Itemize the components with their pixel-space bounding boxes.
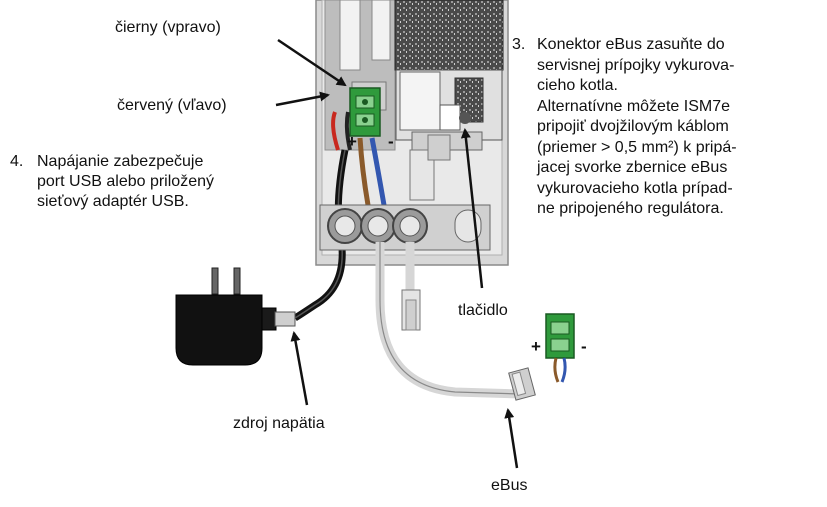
step-3-line: Alternatívne môžete ISM7e	[537, 97, 730, 115]
ebus-connector-installed	[349, 87, 381, 137]
step-4-line: Napájanie zabezpečuje	[37, 153, 204, 170]
step-3-body: Konektor eBus zasuňte do servisnej prípo…	[537, 35, 737, 220]
step-3-line: jacej svorke zbernice eBus	[537, 159, 728, 176]
arrow-red-wire	[275, 91, 330, 107]
step-3-line: cieho kotla.	[537, 77, 618, 94]
label-power-source: zdroj napätia	[233, 415, 325, 432]
step-3-line: Konektor eBus zasuňte do	[537, 36, 725, 53]
step-4-line: sieťový adaptér USB.	[37, 193, 189, 210]
step-3-number: 3.	[512, 36, 526, 53]
step-3-line: servisnej prípojky vykurova-	[537, 56, 735, 74]
arrow-ebus	[504, 408, 519, 469]
step-3-line: pripojiť dvojžilovým káblom	[537, 118, 729, 135]
step-3-line: (priemer > 0,5 mm²) k pripá-	[537, 138, 737, 156]
plus-sign-loose: +	[531, 337, 541, 356]
plus-sign-device: +	[347, 132, 357, 151]
usb-power-adapter	[175, 267, 296, 366]
reset-button-shape	[459, 112, 471, 124]
arrows	[275, 38, 519, 469]
minus-sign-device: -	[388, 132, 394, 151]
step-3-line: vykurovacieho kotla prípad-	[537, 179, 733, 197]
label-button: tlačidlo	[458, 302, 508, 319]
label-ebus: eBus	[491, 477, 528, 494]
ebus-plug	[508, 367, 536, 401]
step-4-number: 4.	[10, 153, 24, 170]
pcb-board	[394, 0, 504, 151]
cable-glands	[319, 204, 491, 251]
arrow-button	[460, 128, 484, 289]
step-4-line: port USB alebo priložený	[37, 173, 214, 190]
arrow-black-wire	[277, 38, 347, 87]
label-red-left: červený (vľavo)	[117, 97, 227, 114]
minus-sign-loose: -	[581, 337, 587, 356]
step-3-line: ne pripojeného regulátora.	[537, 200, 724, 217]
step-4-body: Napájanie zabezpečuje port USB alebo pri…	[37, 152, 214, 212]
ebus-connector-loose	[545, 313, 575, 383]
arrow-power-source	[290, 331, 309, 406]
label-black-right: čierny (vpravo)	[115, 19, 221, 36]
